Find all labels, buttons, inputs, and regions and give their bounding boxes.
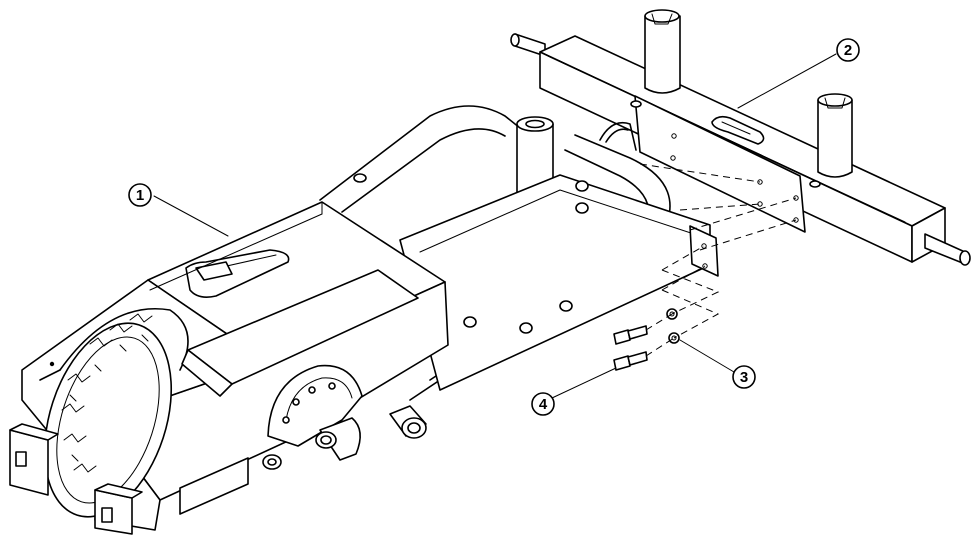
side-frame: [399, 174, 719, 391]
front-bumpers: [9, 423, 143, 535]
callout-2: 2: [737, 38, 860, 109]
callout-4-label: 4: [539, 396, 548, 413]
callout-1: 1: [128, 183, 229, 237]
rear-crossbar-assembly: [510, 9, 971, 266]
callout-4: 4: [531, 367, 617, 416]
callout-3-label: 3: [740, 369, 748, 386]
tilt-adjuster: [262, 364, 427, 470]
drive-wheel: [43, 313, 173, 518]
callout-3: 3: [679, 339, 756, 389]
callout-1-label: 1: [136, 187, 144, 204]
fasteners: [613, 163, 797, 371]
callout-2-label: 2: [844, 42, 852, 59]
